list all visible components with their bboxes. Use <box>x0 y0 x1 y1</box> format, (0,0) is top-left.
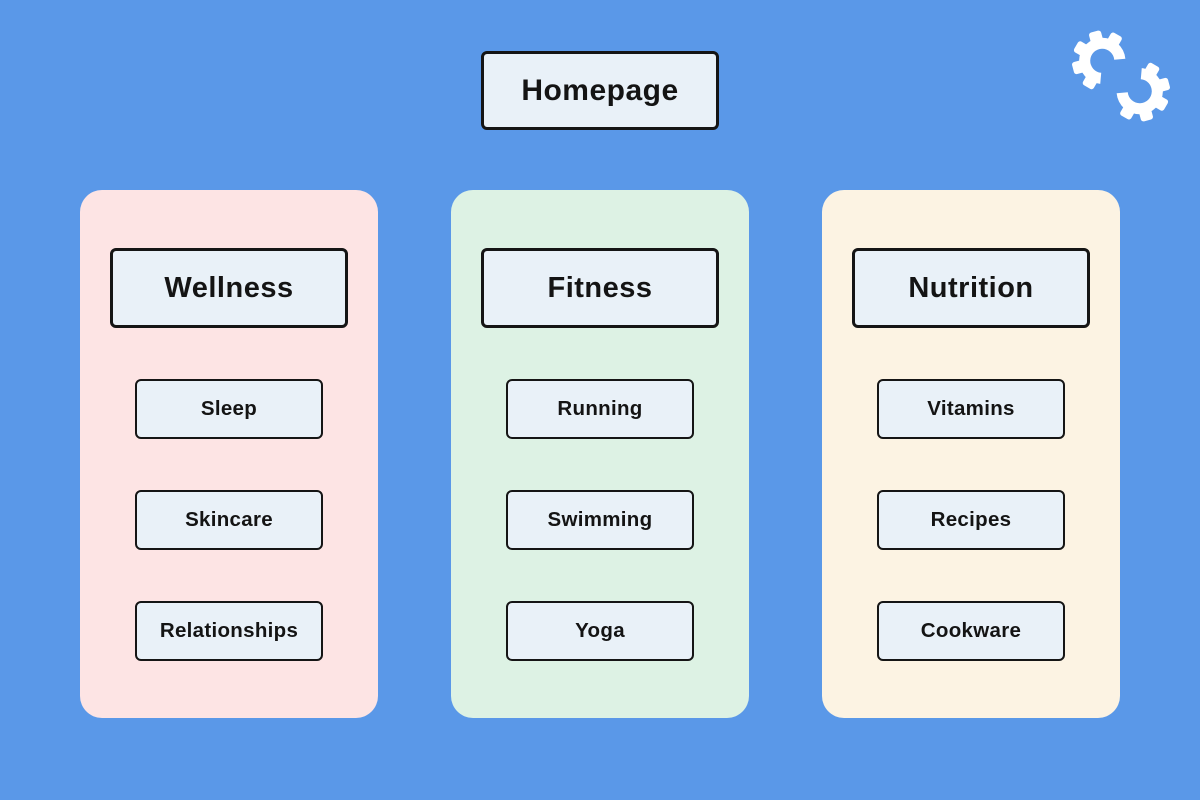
page-node-recipes[interactable]: Recipes <box>877 490 1065 550</box>
category-panel-wellness: Wellness Sleep Skincare Relationships <box>80 190 378 718</box>
homepage-label: Homepage <box>521 73 679 107</box>
page-node-skincare[interactable]: Skincare <box>135 490 323 550</box>
page-label: Yoga <box>575 619 625 642</box>
double-gear-logo-icon <box>1072 26 1171 126</box>
homepage-node[interactable]: Homepage <box>481 51 719 130</box>
page-label: Recipes <box>930 508 1012 531</box>
page-label: Cookware <box>920 619 1022 642</box>
page-node-yoga[interactable]: Yoga <box>506 601 694 661</box>
page-label: Sleep <box>200 397 258 420</box>
category-label: Fitness <box>547 271 653 304</box>
category-columns: Wellness Sleep Skincare Relationships Fi… <box>80 190 1120 718</box>
page-node-cookware[interactable]: Cookware <box>877 601 1065 661</box>
category-node-wellness[interactable]: Wellness <box>110 248 348 328</box>
category-node-nutrition[interactable]: Nutrition <box>852 248 1090 328</box>
page-label: Skincare <box>185 508 273 531</box>
category-label: Wellness <box>164 271 294 304</box>
page-node-sleep[interactable]: Sleep <box>135 379 323 439</box>
category-label: Nutrition <box>908 271 1034 304</box>
page-node-relationships[interactable]: Relationships <box>135 601 323 661</box>
page-label: Running <box>557 397 643 420</box>
category-node-fitness[interactable]: Fitness <box>481 248 719 328</box>
page-label: Vitamins <box>927 397 1015 420</box>
category-panel-fitness: Fitness Running Swimming Yoga <box>451 190 749 718</box>
page-label: Swimming <box>547 508 653 531</box>
page-node-running[interactable]: Running <box>506 379 694 439</box>
page-node-vitamins[interactable]: Vitamins <box>877 379 1065 439</box>
page-node-swimming[interactable]: Swimming <box>506 490 694 550</box>
category-panel-nutrition: Nutrition Vitamins Recipes Cookware <box>822 190 1120 718</box>
page-label: Relationships <box>159 619 299 642</box>
